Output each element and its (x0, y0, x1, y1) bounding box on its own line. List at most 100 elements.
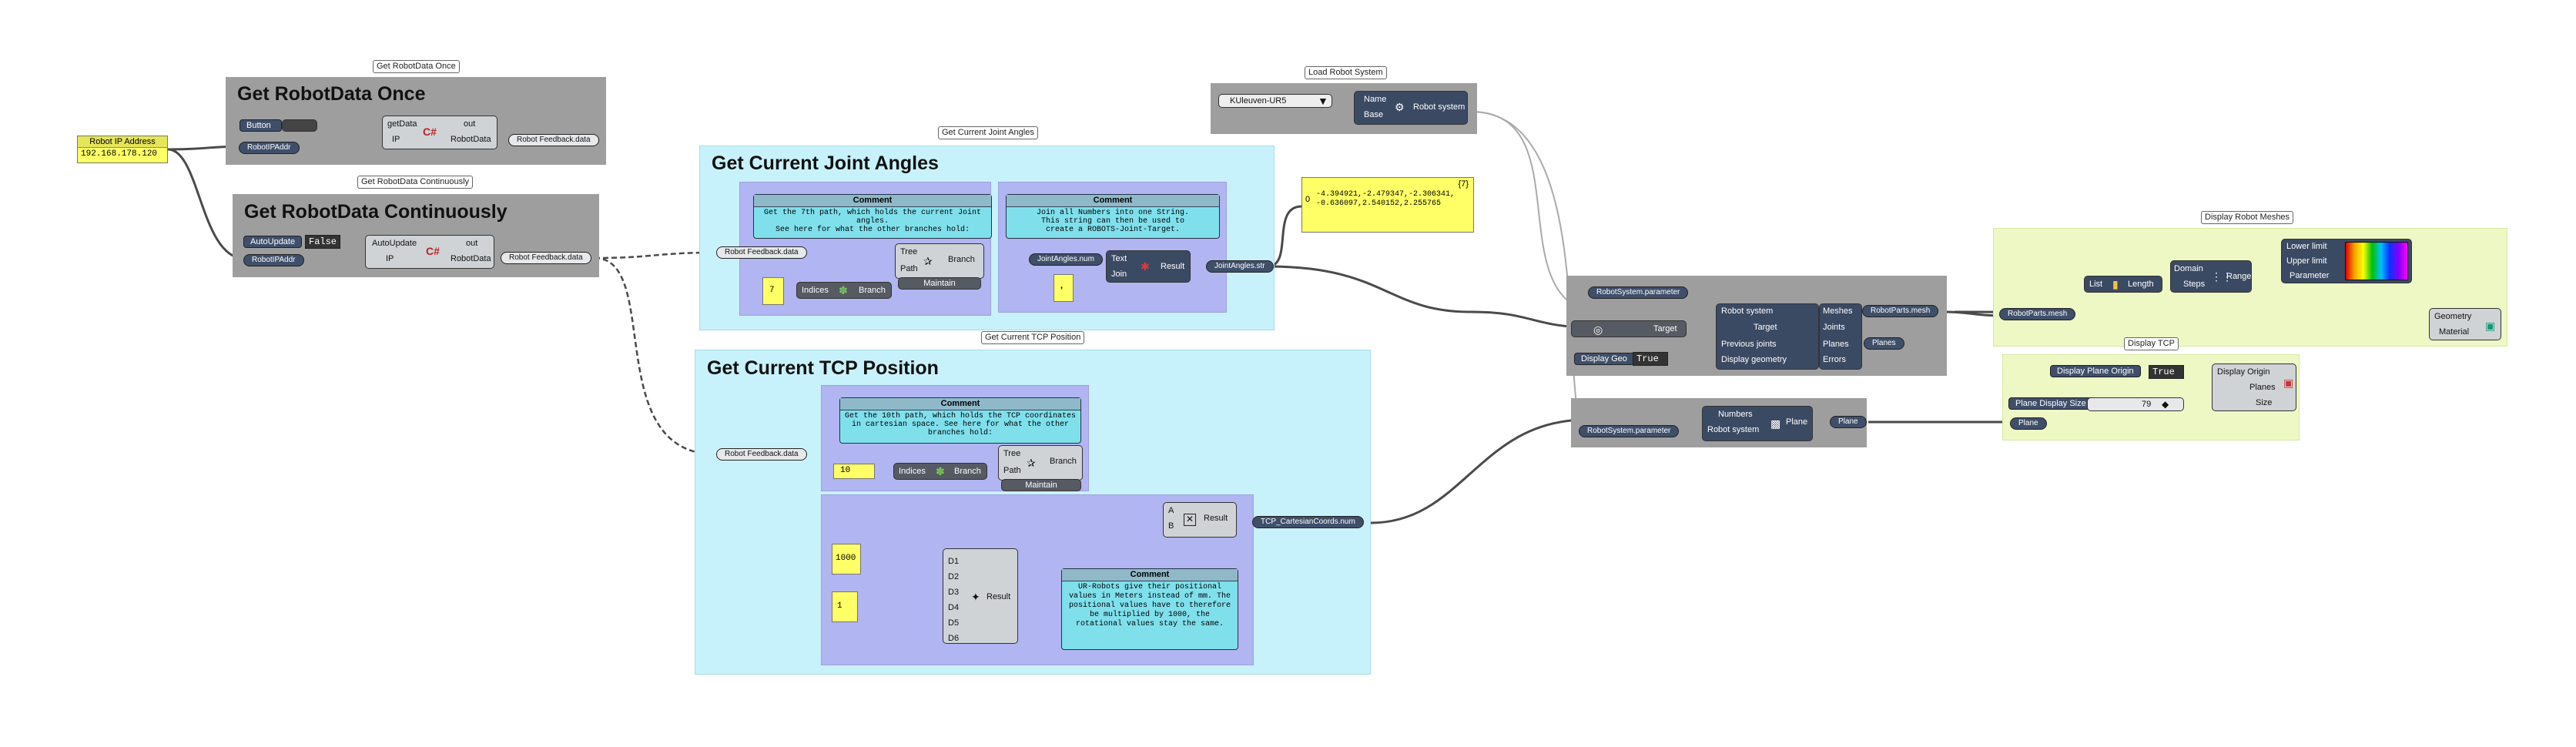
robot-parts-mesh-param[interactable]: RobotParts.mesh (1999, 308, 2076, 320)
chevron-down-icon: ▼ (1318, 95, 1328, 107)
maintain-label[interactable]: Maintain (898, 277, 981, 290)
robot-feedback-param[interactable]: Robot Feedback.data (716, 246, 807, 259)
join-icon: ✱ (1141, 260, 1150, 273)
kinematics-component[interactable]: Robot system Target Previous joints Disp… (1716, 303, 1819, 370)
button-component[interactable]: Button (240, 119, 282, 132)
robot-feedback-param[interactable]: Robot Feedback.data (716, 448, 807, 461)
text-join-component[interactable]: Text Join ✱ Result (1106, 250, 1191, 283)
multiplication-component[interactable]: A B ✕ Result (1163, 502, 1237, 538)
robot-ip-param[interactable]: RobotIPAddr (239, 142, 300, 154)
display-geo-label: Display Geo (1574, 353, 1634, 365)
slider-value: 79 (2142, 400, 2152, 409)
separator-panel[interactable]: , (1054, 274, 1074, 302)
robot-feedback-param[interactable]: Robot Feedback.data (501, 252, 591, 264)
output-branch: Branch (859, 286, 886, 295)
autoupdate-component[interactable]: AutoUpdate IP C# out RobotData (365, 235, 494, 269)
input-display-geometry: Display geometry (1721, 355, 1787, 364)
planes-param[interactable]: Planes (1864, 337, 1904, 350)
robot-feedback-param[interactable]: Robot Feedback.data (508, 134, 599, 146)
gradient-component[interactable]: Lower limit Upper limit Parameter (2281, 239, 2412, 283)
panel-value: , (1060, 281, 1064, 290)
input-autoupdate: AutoUpdate (372, 239, 417, 248)
robot-ip-param[interactable]: RobotIPAddr (243, 254, 304, 266)
branch-icon: ✰ (1027, 457, 1036, 469)
index-panel[interactable]: 7 (762, 277, 784, 305)
robot-system-param[interactable]: RobotSystem.parameter (1579, 425, 1680, 437)
load-robot-component[interactable]: Name Base ⚙ Robot system (1354, 91, 1468, 125)
plane-param[interactable]: Plane (2010, 417, 2047, 430)
output-out: out (464, 119, 476, 129)
joint-angles-output-panel[interactable]: {7} 0 -4.394921,-2.479347,-2.306341, -0.… (1301, 177, 1474, 233)
display-geo-toggle[interactable]: True (1633, 352, 1668, 366)
comment-title: Comment (754, 195, 991, 207)
panel-line-1: -4.394921,-2.479347,-2.306341, (1316, 190, 1455, 199)
tcp-cartesian-coords-param[interactable]: TCP_CartesianCoords.num (1252, 516, 1364, 528)
input-robot-system: Robot system (1707, 425, 1760, 434)
display-plane-origin-toggle[interactable]: True (2149, 365, 2184, 379)
comment-body: Get the 7th path, which holds the curren… (763, 209, 982, 234)
autoupdate-toggle[interactable]: False (305, 235, 340, 249)
number-1000-panel[interactable]: 1000 (832, 544, 861, 574)
input-getdata: getData (387, 119, 417, 129)
expression-component[interactable]: D1 D2 D3 D4 D5 D6 ✦ Result (943, 548, 1018, 644)
tree-branch-component[interactable]: Tree Path ✰ Branch (998, 445, 1083, 481)
target-component[interactable]: ◎ Target (1571, 320, 1687, 337)
range-component[interactable]: Domain Steps ⋮⋮ Range (2170, 260, 2252, 293)
list-length-component[interactable]: List ▮ Length (2084, 276, 2162, 293)
tree-branch-component[interactable]: Tree Path ✰ Branch (895, 243, 984, 279)
input-base: Base (1364, 110, 1384, 119)
input-text: Text (1111, 254, 1127, 263)
input-d6: D6 (948, 634, 960, 643)
tag-display-robot-meshes: Display Robot Meshes (2201, 211, 2294, 224)
input-indices: Indices (802, 286, 829, 295)
panel-value: 1000 (836, 554, 856, 563)
panel-value: 192.168.178.120 (81, 149, 158, 159)
slider-handle-icon[interactable]: ◆ (2162, 399, 2169, 410)
tag-get-robotdata-once: Get RobotData Once (373, 60, 460, 73)
robot-icon: ⚙ (1395, 101, 1405, 113)
robot-ip-panel[interactable]: Robot IP Address 192.168.178.120 (77, 136, 168, 163)
plane-display-size-label: Plane Display Size (2008, 397, 2093, 410)
robot-parts-mesh-param[interactable]: RobotParts.mesh (1862, 305, 1939, 317)
output-plane: Plane (1786, 417, 1808, 427)
gradient-bar[interactable] (2345, 242, 2408, 280)
robot-system-param[interactable]: RobotSystem.parameter (1588, 286, 1689, 299)
plane-component[interactable]: Numbers Robot system ▩ Plane (1702, 406, 1813, 441)
display-planes-component[interactable]: Display Origin Planes Size ▣ (2212, 363, 2296, 411)
joint-angles-str-param[interactable]: JointAngles.str (1206, 260, 1274, 273)
tag-display-tcp: Display TCP (2124, 337, 2179, 350)
getdata-component[interactable]: getData IP C# out RobotData (382, 116, 497, 149)
comment-tcp-path: Comment Get the 10th path, which holds t… (839, 397, 1081, 444)
input-steps: Steps (2183, 280, 2206, 289)
comment-title: Comment (1007, 195, 1219, 207)
joint-angles-num-param[interactable]: JointAngles.num (1029, 253, 1103, 266)
output-out: out (466, 239, 478, 248)
input-b: B (1168, 521, 1174, 531)
input-join: Join (1111, 270, 1127, 279)
range-icon: ⋮⋮ (2211, 270, 2233, 283)
maintain-label[interactable]: Maintain (1001, 479, 1081, 491)
list-length-icon: ▮ (2112, 278, 2119, 290)
robot-system-dropdown[interactable]: KUleuven-UR5 ▼ (1218, 94, 1332, 108)
input-display-origin: Display Origin (2217, 367, 2270, 377)
output-joints: Joints (1823, 323, 1845, 332)
input-path: Path (900, 264, 918, 273)
comment-title: Comment (840, 398, 1080, 410)
plane-param[interactable]: Plane (1830, 416, 1867, 428)
group-title: Get Current Joint Angles (712, 152, 939, 174)
kinematics-outputs[interactable]: Meshes Joints Planes Errors (1819, 303, 1862, 370)
tree-icon: ✽ (839, 284, 848, 296)
input-previous-joints: Previous joints (1721, 340, 1777, 349)
display-planes-icon: ▣ (2283, 377, 2294, 389)
autoupdate-toggle-label: AutoUpdate (243, 236, 303, 248)
custom-preview-component[interactable]: Geometry Material ▣ (2429, 308, 2501, 340)
path-mapper-component[interactable]: Indices ✽ Branch (796, 282, 892, 299)
index-panel[interactable]: 10 (833, 464, 875, 479)
plane-display-size-slider[interactable]: 79 ◆ (2087, 397, 2184, 411)
input-path: Path (1003, 466, 1021, 475)
path-mapper-component[interactable]: Indices ✽ Branch (893, 463, 987, 480)
number-1-panel[interactable]: 1 (832, 591, 858, 622)
group-title: Get RobotData Once (237, 83, 426, 105)
button-body[interactable] (282, 119, 317, 132)
input-robot-system: Robot system (1721, 307, 1774, 316)
